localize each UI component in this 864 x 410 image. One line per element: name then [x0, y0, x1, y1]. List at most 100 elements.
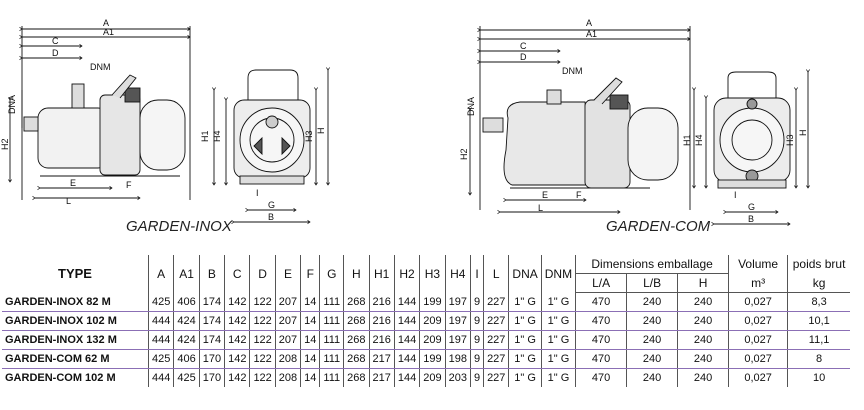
cell-b: 174 — [199, 311, 226, 331]
cell-h3: 209 — [419, 311, 446, 331]
cell-weight: 8,3 — [787, 292, 851, 312]
dim-c-label: C — [52, 36, 59, 46]
cell-b: 174 — [199, 330, 226, 350]
header-h1: H1 — [369, 255, 395, 293]
cell-b: 170 — [199, 349, 226, 369]
cell-g: 111 — [319, 368, 345, 387]
header-volume: Volume — [728, 255, 789, 274]
row-type: GARDEN-INOX 82 M — [2, 292, 149, 312]
cell-h3: 209 — [419, 368, 446, 387]
header-h2: H2 — [394, 255, 421, 293]
cell-pack-1: 240 — [626, 368, 679, 387]
header-weight-unit: kg — [787, 273, 851, 293]
cell-dna: 1" G — [508, 311, 542, 331]
cell-pack-2: 240 — [677, 368, 730, 387]
row-type: GARDEN-INOX 132 M — [2, 330, 149, 350]
cell-a1: 425 — [173, 368, 200, 387]
cell-pack-1: 240 — [626, 311, 679, 331]
cell-dna: 1" G — [508, 292, 542, 312]
dim-a1-label-com: A1 — [586, 29, 597, 39]
dim-e-label-com: E — [542, 190, 548, 200]
cell-a: 425 — [148, 292, 175, 312]
cell-h1: 217 — [369, 349, 395, 369]
cell-weight: 10,1 — [787, 311, 851, 331]
cell-volume: 0,027 — [728, 368, 789, 387]
cell-pack-0: 470 — [575, 311, 628, 331]
dim-a-label-com: A — [586, 18, 592, 28]
dim-b-label: B — [268, 212, 274, 222]
cell-h1: 216 — [369, 292, 395, 312]
com-front-view — [694, 72, 808, 224]
cell-b: 170 — [199, 368, 226, 387]
cell-weight: 11,1 — [787, 330, 851, 350]
cell-h3: 199 — [419, 349, 446, 369]
cell-h: 268 — [343, 330, 370, 350]
cell-h2: 144 — [394, 368, 421, 387]
header-i: I — [470, 255, 485, 293]
header-packaging: Dimensions emballage — [575, 255, 730, 274]
header-type: TYPE — [2, 255, 149, 293]
cell-g: 111 — [319, 330, 345, 350]
dim-f-label: F — [126, 180, 132, 190]
dim-h3-label-com: H3 — [785, 134, 795, 146]
cell-h3: 199 — [419, 292, 446, 312]
header-c: C — [224, 255, 251, 293]
cell-a: 444 — [148, 330, 175, 350]
dim-dna-label: DNA — [7, 95, 17, 114]
cell-f: 14 — [300, 292, 321, 312]
cell-dnm: 1" G — [541, 311, 577, 331]
header-weight: poids brut — [792, 257, 846, 272]
cell-l: 227 — [483, 368, 510, 387]
row-type: GARDEN-INOX 102 M — [2, 311, 149, 331]
dim-h1-label: H1 — [200, 130, 210, 142]
cell-h2: 144 — [394, 292, 421, 312]
dim-dnm-label: DNM — [90, 62, 111, 72]
header-g: G — [319, 255, 345, 293]
cell-h1: 216 — [369, 311, 395, 331]
cell-c: 142 — [224, 368, 251, 387]
cell-pack-2: 240 — [677, 311, 730, 331]
cell-weight: 8 — [787, 349, 851, 369]
cell-h4: 198 — [445, 349, 471, 369]
header-h3: H3 — [419, 255, 446, 293]
cell-h: 268 — [343, 368, 370, 387]
header-pack-0: L/A — [575, 273, 628, 293]
dim-i-label-com: I — [734, 190, 737, 200]
cell-pack-2: 240 — [677, 330, 730, 350]
cell-pack-0: 470 — [575, 349, 628, 369]
inox-front-view — [214, 70, 328, 222]
cell-h: 268 — [343, 311, 370, 331]
dim-h-label-com: H — [798, 130, 808, 137]
header-d: D — [249, 255, 276, 293]
cell-dna: 1" G — [508, 330, 542, 350]
cell-f: 14 — [300, 368, 321, 387]
cell-h: 268 — [343, 349, 370, 369]
dim-i-label: I — [256, 188, 259, 198]
cell-h4: 203 — [445, 368, 471, 387]
dim-b-label-com: B — [748, 214, 754, 224]
header-b: B — [199, 255, 226, 293]
header-l: L — [483, 255, 510, 293]
row-type: GARDEN-COM 102 M — [2, 368, 149, 387]
cell-e: 208 — [275, 349, 302, 369]
cell-l: 227 — [483, 349, 510, 369]
cell-pack-2: 240 — [677, 292, 730, 312]
cell-e: 208 — [275, 368, 302, 387]
dim-d-label: D — [52, 48, 59, 58]
cell-pack-2: 240 — [677, 349, 730, 369]
cell-pack-0: 470 — [575, 292, 628, 312]
cell-i: 9 — [470, 330, 485, 350]
cell-f: 14 — [300, 330, 321, 350]
cell-c: 142 — [224, 330, 251, 350]
cell-i: 9 — [470, 349, 485, 369]
cell-e: 207 — [275, 330, 302, 350]
row-type: GARDEN-COM 62 M — [2, 349, 149, 369]
com-side-view — [470, 26, 690, 212]
cell-e: 207 — [275, 311, 302, 331]
